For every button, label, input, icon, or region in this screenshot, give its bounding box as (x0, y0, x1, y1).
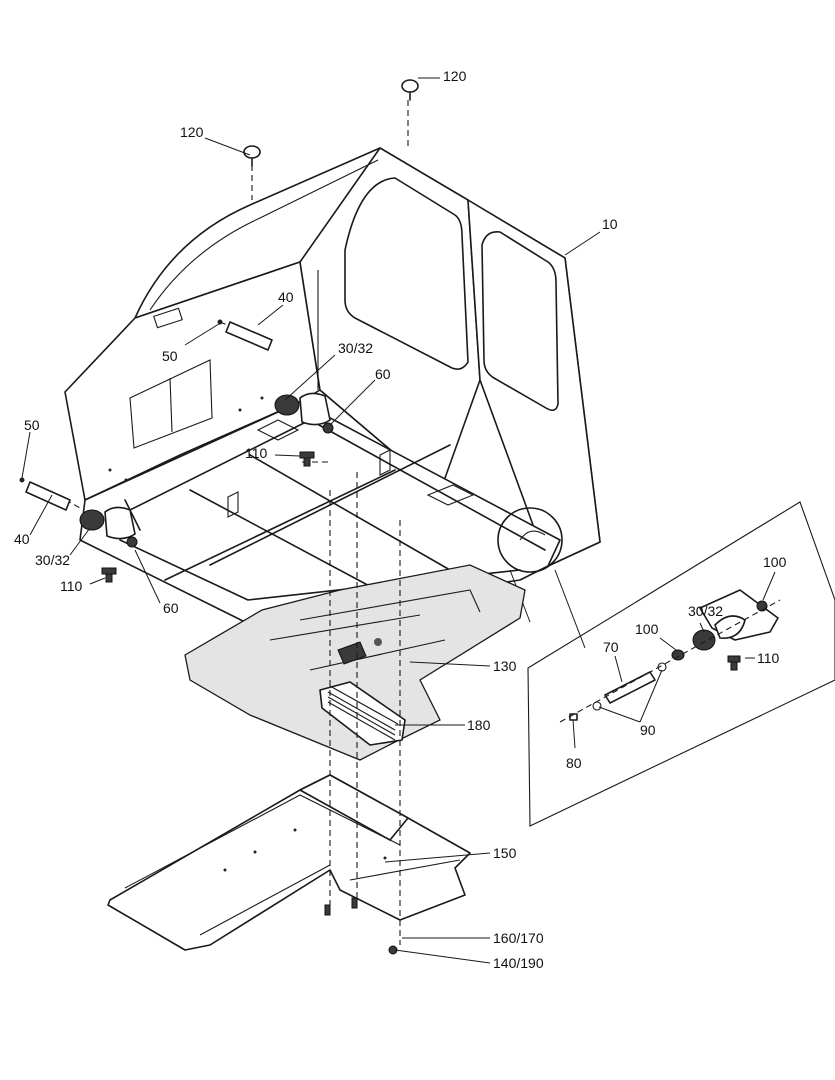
callout-40-upper: 40 (278, 289, 294, 305)
callout-80: 80 (566, 755, 582, 771)
callout-30-32-upper: 30/32 (338, 340, 373, 356)
callout-50-left: 50 (24, 417, 40, 433)
callout-leader-lines (21, 77, 776, 964)
callout-150: 150 (493, 845, 517, 861)
eyebolts (243, 79, 419, 167)
detail-inset (527, 501, 835, 827)
callout-100-inset-left: 100 (635, 621, 659, 637)
inset-leader-line-b (554, 569, 586, 649)
callout-120-top: 120 (443, 68, 467, 84)
callout-70: 70 (603, 639, 619, 655)
callout-60-upper: 60 (375, 366, 391, 382)
panel-fasteners (324, 897, 398, 955)
callout-30-32-left: 30/32 (35, 552, 70, 568)
mount-pins (19, 319, 273, 511)
callout-160-170: 160/170 (493, 930, 544, 946)
callout-100-inset-right: 100 (763, 554, 787, 570)
callout-140-190: 140/190 (493, 955, 544, 971)
callout-180: 180 (467, 717, 491, 733)
cab-body (64, 147, 601, 567)
callout-60-left: 60 (163, 600, 179, 616)
callout-90: 90 (640, 722, 656, 738)
callout-120-left: 120 (180, 124, 204, 140)
callout-30-32-inset: 30/32 (688, 603, 723, 619)
callout-labels: 120 120 10 40 50 30/32 60 50 110 40 30/3… (14, 68, 787, 971)
nuts-and-bolts (101, 422, 334, 583)
callout-40-left: 40 (14, 531, 30, 547)
callout-110-inset: 110 (757, 650, 780, 666)
callout-130: 130 (493, 658, 517, 674)
lower-panel (107, 774, 471, 951)
callout-50-upper: 50 (162, 348, 178, 364)
callout-110-upper: 110 (245, 445, 268, 461)
callout-110-left: 110 (60, 578, 83, 594)
assembly-dashed-lines (47, 100, 409, 945)
grille (319, 681, 406, 746)
rubber-mounts (79, 392, 331, 540)
floor-plate (184, 564, 526, 761)
callout-10: 10 (602, 216, 618, 232)
